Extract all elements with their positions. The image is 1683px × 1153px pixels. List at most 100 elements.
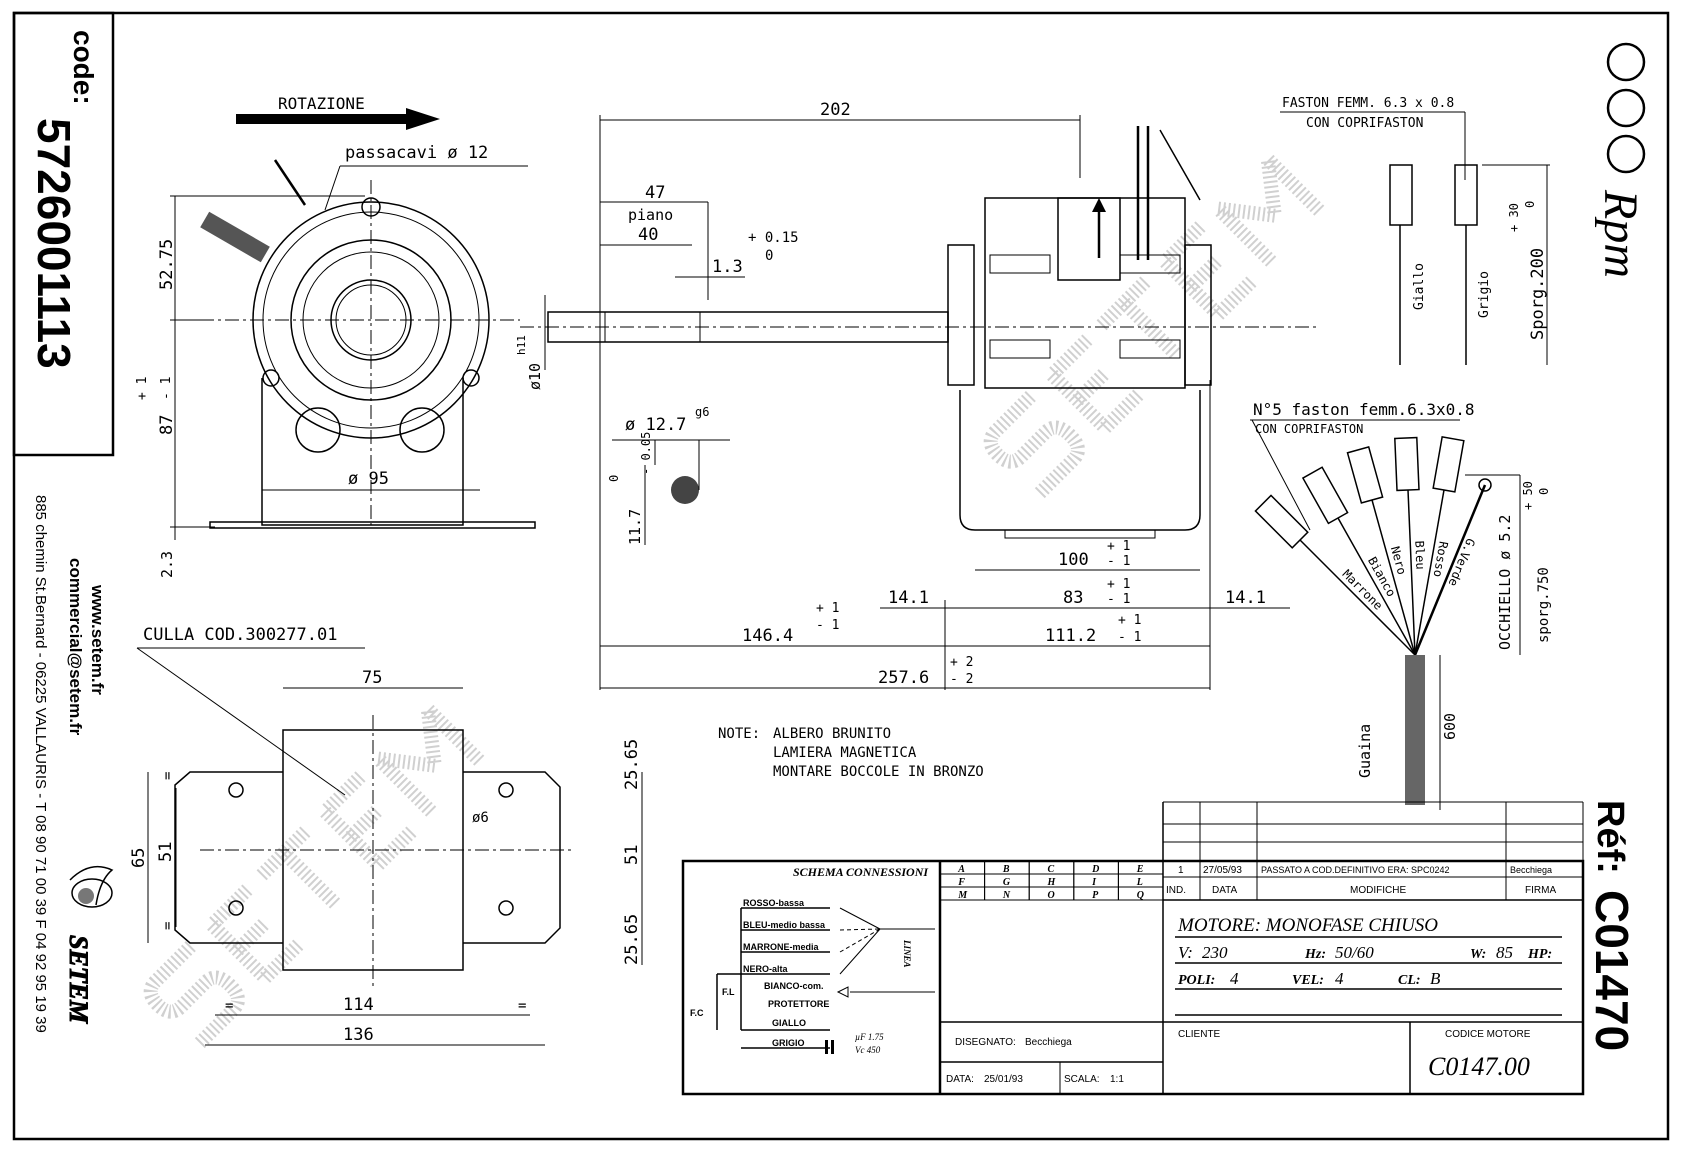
poles-label: POLI: [1178, 973, 1215, 988]
note-line: LAMIERA MAGNETICA [773, 745, 917, 761]
revision-header-changes: MODIFICHE [1350, 885, 1406, 896]
class-label: CL: [1398, 973, 1421, 988]
side-view: 202 47 piano 40 1.3 + 0.15 0 ø10 h11 ø 1… [515, 100, 1320, 690]
note-line: ALBERO BRUNITO [773, 726, 891, 742]
watermark-bottom [143, 689, 486, 1050]
motor-code-value: C0147.00 [1428, 1052, 1530, 1081]
motor-code-label: CODICE MOTORE [1445, 1029, 1531, 1040]
wire-giallo-label: Giallo [1412, 263, 1427, 310]
equal-mark-top: = [160, 772, 176, 780]
dim-83-tol-plus: + 1 [1107, 577, 1130, 592]
faston-bundle-subtitle: CON COPRIFASTON [1255, 422, 1363, 436]
dim-1-3: 1.3 [712, 257, 743, 277]
dim-1-3-tol-plus: + 0.15 [748, 230, 799, 246]
dim-146-4-tol-plus: + 1 [816, 601, 839, 616]
dim-111-2-tol-minus: - 1 [1118, 630, 1141, 645]
schema-line: NERO-alta [743, 964, 789, 974]
speeds-value: 4 [1335, 969, 1344, 988]
cable-gland-label: passacavi ø 12 [345, 143, 488, 163]
revision-description: PASSATO A COD.DEFINITIVO ERA: SPC0242 [1261, 865, 1450, 875]
dim-114: 114 [343, 995, 374, 1015]
zone-letter: H [1047, 877, 1057, 888]
rpm-logo: Rpm [1594, 42, 1647, 278]
title-block: SCHEMA CONNESSIONI ROSSO-bassa BLEU-medi… [681, 801, 1585, 1096]
dim-257-6-tol-plus: + 2 [950, 655, 973, 670]
dim-100: 100 [1058, 550, 1089, 570]
zone-letter: L [1136, 877, 1143, 888]
revision-header-ind: IND. [1166, 885, 1186, 896]
dim-25-65-top: 25.65 [622, 739, 642, 790]
schema-line: BLEU-medio bassa [743, 920, 826, 930]
dim-51-right: 51 [622, 845, 642, 865]
wire-color-label: Rosso [1431, 540, 1451, 578]
website-link[interactable]: www.setem.fr [88, 584, 107, 695]
w-label: W: [1470, 947, 1486, 962]
section-flat-dim: 11.7 [626, 509, 644, 545]
faston-top-subtitle: CON COPRIFASTON [1306, 116, 1423, 131]
cradle-label: CULLA COD.300277.01 [143, 625, 337, 645]
scale-value: 1:1 [1110, 1074, 1124, 1085]
dim-75: 75 [362, 668, 382, 688]
dim-136: 136 [343, 1025, 374, 1045]
bundle-tol-plus: + 50 [1521, 481, 1535, 510]
linea-label: LINEA [902, 939, 912, 968]
voltage-label: V: [1178, 943, 1193, 962]
dim-87-tol-minus: - 1 [159, 377, 174, 400]
note-line: MONTARE BOCCOLE IN BRONZO [773, 764, 984, 780]
email-link[interactable]: commercial@setem.fr [66, 558, 85, 736]
dim-14-1-left: 14.1 [888, 588, 929, 608]
section-tol-minus: - 0.05 [639, 432, 653, 475]
dim-52-75: 52.75 [157, 239, 177, 290]
wire-line [1413, 484, 1487, 656]
dim-40: 40 [638, 225, 658, 245]
faston-connector [1254, 494, 1309, 549]
equal-mark-left: = [225, 998, 233, 1014]
hz-value: 50/60 [1335, 943, 1374, 962]
sheath-length: 600 [1441, 713, 1459, 740]
equal-mark-right: = [518, 998, 526, 1014]
dim-25-65-bottom: 25.65 [622, 914, 642, 965]
dim-111-2-tol-plus: + 1 [1118, 613, 1141, 628]
zone-letter: M [957, 890, 968, 901]
zone-letter: Q [1137, 890, 1144, 901]
hole-diameter: ø6 [472, 810, 489, 826]
schema-line: MARRONE-media [743, 942, 820, 952]
coil-fl-label: F.L [722, 987, 735, 997]
dim-257-6-tol-minus: - 2 [950, 672, 973, 687]
dim-65: 65 [129, 848, 149, 868]
coil-fc-label: F.C [690, 1008, 704, 1018]
faston-connector [1346, 446, 1384, 504]
notes: NOTE: ALBERO BRUNITO LAMIERA MAGNETICA M… [718, 726, 984, 780]
dim-87: 87 [157, 415, 177, 435]
w-value: 85 [1496, 943, 1513, 962]
motor-type: MOTORE: MONOFASE CHIUSO [1177, 915, 1438, 936]
revision-header-date: DATA [1212, 885, 1238, 896]
rotation-label: ROTAZIONE [278, 94, 365, 113]
code-box [12, 11, 115, 457]
address-text: 885 chemin St.Bernard - 06225 VALLAURIS … [32, 495, 49, 1033]
capacitor-voltage: Vc 450 [855, 1045, 881, 1055]
faston-top-length: Sporg.200 [1528, 248, 1548, 340]
drawing-border [12, 11, 1670, 1141]
wire-grigio-label: Grigio [1477, 271, 1492, 318]
schema-line: BIANCO-com. [764, 981, 824, 991]
faston-bundle-title: N°5 faston femm.6.3x0.8 [1253, 400, 1475, 419]
dim-83: 83 [1063, 588, 1083, 608]
bundle-length: sporg.750 [1536, 567, 1552, 643]
schema-line: ROSSO-bassa [743, 898, 805, 908]
dim-100-tol-minus: - 1 [1107, 554, 1130, 569]
code-value: 5726001113 [28, 118, 80, 369]
wire-line [1337, 517, 1416, 656]
code-label: code: [68, 30, 99, 105]
poles-value: 4 [1230, 969, 1239, 988]
section-diameter: ø 12.7 [625, 415, 686, 435]
dim-14-1-right: 14.1 [1225, 588, 1266, 608]
revision-signature: Becchiega [1510, 865, 1552, 875]
rpm-logo-text: Rpm [1594, 189, 1647, 278]
schema-line: GIALLO [772, 1018, 806, 1028]
date-value: 25/01/93 [984, 1074, 1023, 1085]
dim-146-4: 146.4 [742, 626, 793, 646]
front-view: ROTAZIONE passacavi ø 12 52.75 87 + 1 - … [135, 94, 536, 578]
zone-letter: E [1136, 864, 1144, 875]
